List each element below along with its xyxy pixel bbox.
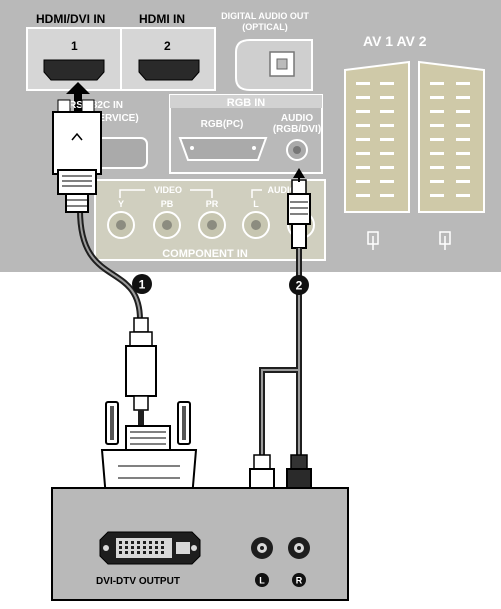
component-y-label: Y (118, 199, 124, 209)
hdmi-dvi-in-label: HDMI/DVI IN (36, 12, 105, 26)
digital-audio-out-sub-label: (OPTICAL) (242, 22, 288, 32)
rs232c-port[interactable] (94, 137, 148, 169)
digital-audio-out-label: DIGITAL AUDIO OUT (221, 11, 309, 21)
audio-out-right-badge: R (292, 573, 306, 587)
rgb-pc-screws (190, 146, 256, 150)
scart-av1-port[interactable] (344, 60, 410, 213)
svg-text:R: R (296, 576, 303, 586)
component-pb-label: PB (161, 199, 174, 209)
step-1-badge: 1 (132, 274, 152, 294)
rgb-pc-label: RGB(PC) (201, 119, 244, 130)
dvi-dtv-output-label: DVI-DTV OUTPUT (96, 576, 180, 587)
audio-out-right-jack[interactable] (288, 537, 310, 559)
hdmi-port-2-number: 2 (164, 39, 171, 53)
audio-out-left-badge: L (255, 573, 269, 587)
step-2-badge: 2 (289, 275, 309, 295)
dvi-cable-plug (125, 317, 157, 428)
component-in-label: COMPONENT IN (162, 248, 248, 260)
hdmi-in-label: HDMI IN (139, 12, 185, 26)
hdmi-port-2[interactable] (138, 59, 200, 81)
rs232c-in-label: RS-232C IN (69, 100, 123, 111)
component-pb-jack[interactable] (153, 211, 181, 239)
rgb-pc-port[interactable] (178, 137, 268, 161)
hdmi-arrow-icon (66, 82, 90, 112)
component-y-jack[interactable] (107, 211, 135, 239)
av-scart-label: AV 1 AV 2 (363, 33, 427, 49)
scart-av2-port[interactable] (418, 60, 485, 213)
dvi-output-port[interactable] (99, 531, 201, 565)
scart-screw-icon-1 (367, 231, 379, 250)
audio-rgb-sub-label: (RGB/DVI) (273, 124, 321, 135)
hdmi-port-1[interactable] (43, 59, 105, 81)
scart-av2-pins (430, 82, 470, 197)
hdmi-plug (52, 99, 102, 213)
audio-arrow-icon (293, 168, 305, 178)
svg-text:L: L (259, 576, 265, 586)
hdmi-port-1-number: 1 (71, 39, 78, 53)
scart-screw-icon-2 (439, 231, 451, 250)
svg-text:1: 1 (139, 278, 146, 292)
svg-text:2: 2 (296, 279, 303, 293)
audio-l-label: L (253, 199, 259, 209)
component-pr-label: PR (206, 199, 219, 209)
component-audio-l-jack[interactable] (242, 211, 270, 239)
audio-rgb-label: AUDIO (281, 113, 313, 124)
component-pr-jack[interactable] (198, 211, 226, 239)
audio-plug (287, 179, 311, 249)
audio-group-label: AUDIO (268, 185, 297, 195)
rgb-in-label: RGB IN (227, 97, 266, 109)
video-group-label: VIDEO (154, 185, 182, 195)
scart-av1-pins (356, 82, 394, 197)
audio-out-left-jack[interactable] (251, 537, 273, 559)
